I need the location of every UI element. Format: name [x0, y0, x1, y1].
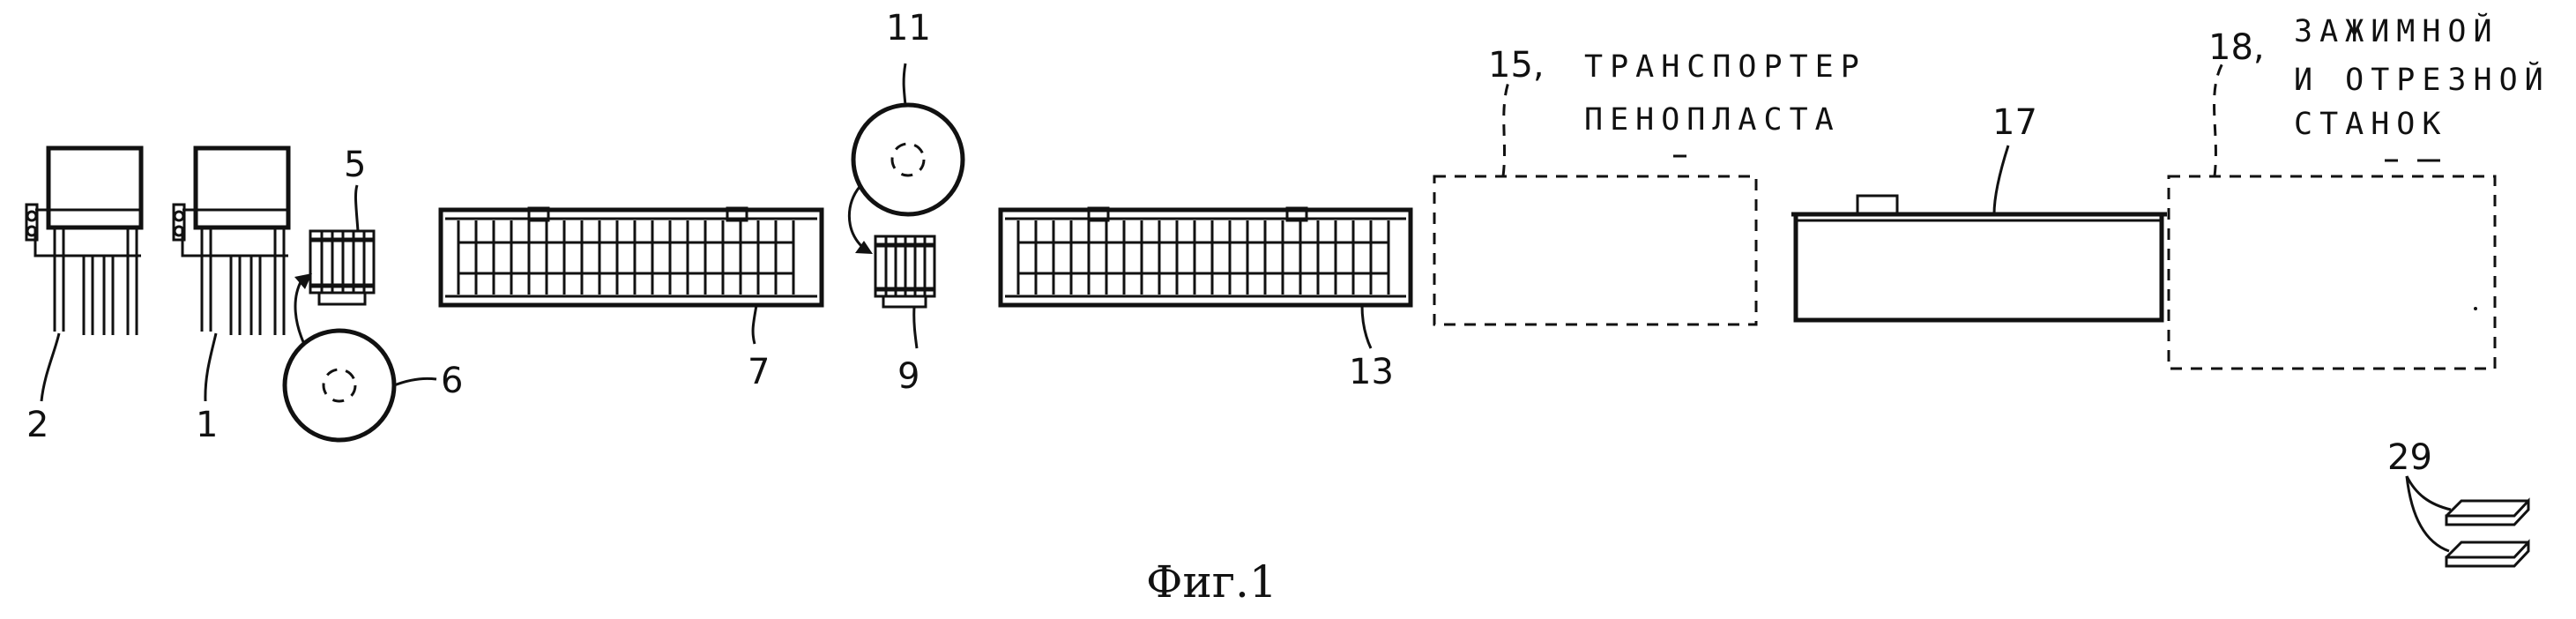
label-13: 13	[1349, 352, 1394, 392]
leader-2	[41, 333, 59, 401]
label-1: 1	[196, 405, 218, 445]
label-5: 5	[344, 145, 366, 185]
supply-roll-11	[853, 105, 963, 214]
leader-1	[205, 333, 216, 401]
leader-18	[2215, 62, 2223, 176]
foam-conveyor-line2: ПЕНОПЛАСТА	[1584, 102, 1841, 138]
feed-arrow-6	[295, 280, 304, 344]
label-18: 18,	[2208, 27, 2265, 68]
leader-5	[355, 185, 358, 231]
roller-conveyor-13	[1001, 208, 1411, 305]
clamp-cut-line1: ЗАЖИМНОЙ	[2294, 12, 2499, 49]
station-17	[1791, 196, 2167, 320]
leader-17	[1994, 145, 2008, 214]
clamp-cut-machine-18	[2169, 176, 2495, 369]
machine-1	[174, 148, 288, 335]
leader-11	[904, 63, 905, 105]
figure-caption: Фиг.1	[1146, 556, 1277, 608]
label-2: 2	[26, 405, 48, 445]
blocks-29	[2446, 501, 2528, 566]
label-9: 9	[897, 356, 919, 397]
leader-15	[1503, 79, 1509, 176]
leader-6	[394, 378, 436, 385]
label-7: 7	[748, 352, 770, 392]
leader-7	[753, 305, 756, 344]
label-17: 17	[1992, 102, 2037, 143]
leader-13	[1362, 305, 1371, 348]
dot-mark-18	[2474, 307, 2477, 310]
foam-conveyor-line1: ТРАНСПОРТЕР	[1584, 49, 1866, 85]
label-15: 15,	[1488, 45, 1545, 86]
foam-conveyor-15	[1434, 176, 1756, 324]
label-11: 11	[886, 8, 931, 48]
label-29: 29	[2387, 437, 2432, 478]
roller-unit-5	[310, 231, 374, 304]
roller-unit-9	[875, 236, 934, 307]
roller-conveyor-7	[441, 208, 822, 305]
label-6: 6	[441, 361, 463, 401]
feed-arrow-11	[849, 187, 862, 247]
clamp-cut-line3: СТАНОК	[2294, 107, 2447, 142]
leader-9	[914, 307, 917, 348]
supply-roll-6	[285, 331, 394, 440]
clamp-cut-line2: И ОТРЕЗНОЙ	[2294, 61, 2550, 98]
machine-2	[26, 148, 141, 335]
